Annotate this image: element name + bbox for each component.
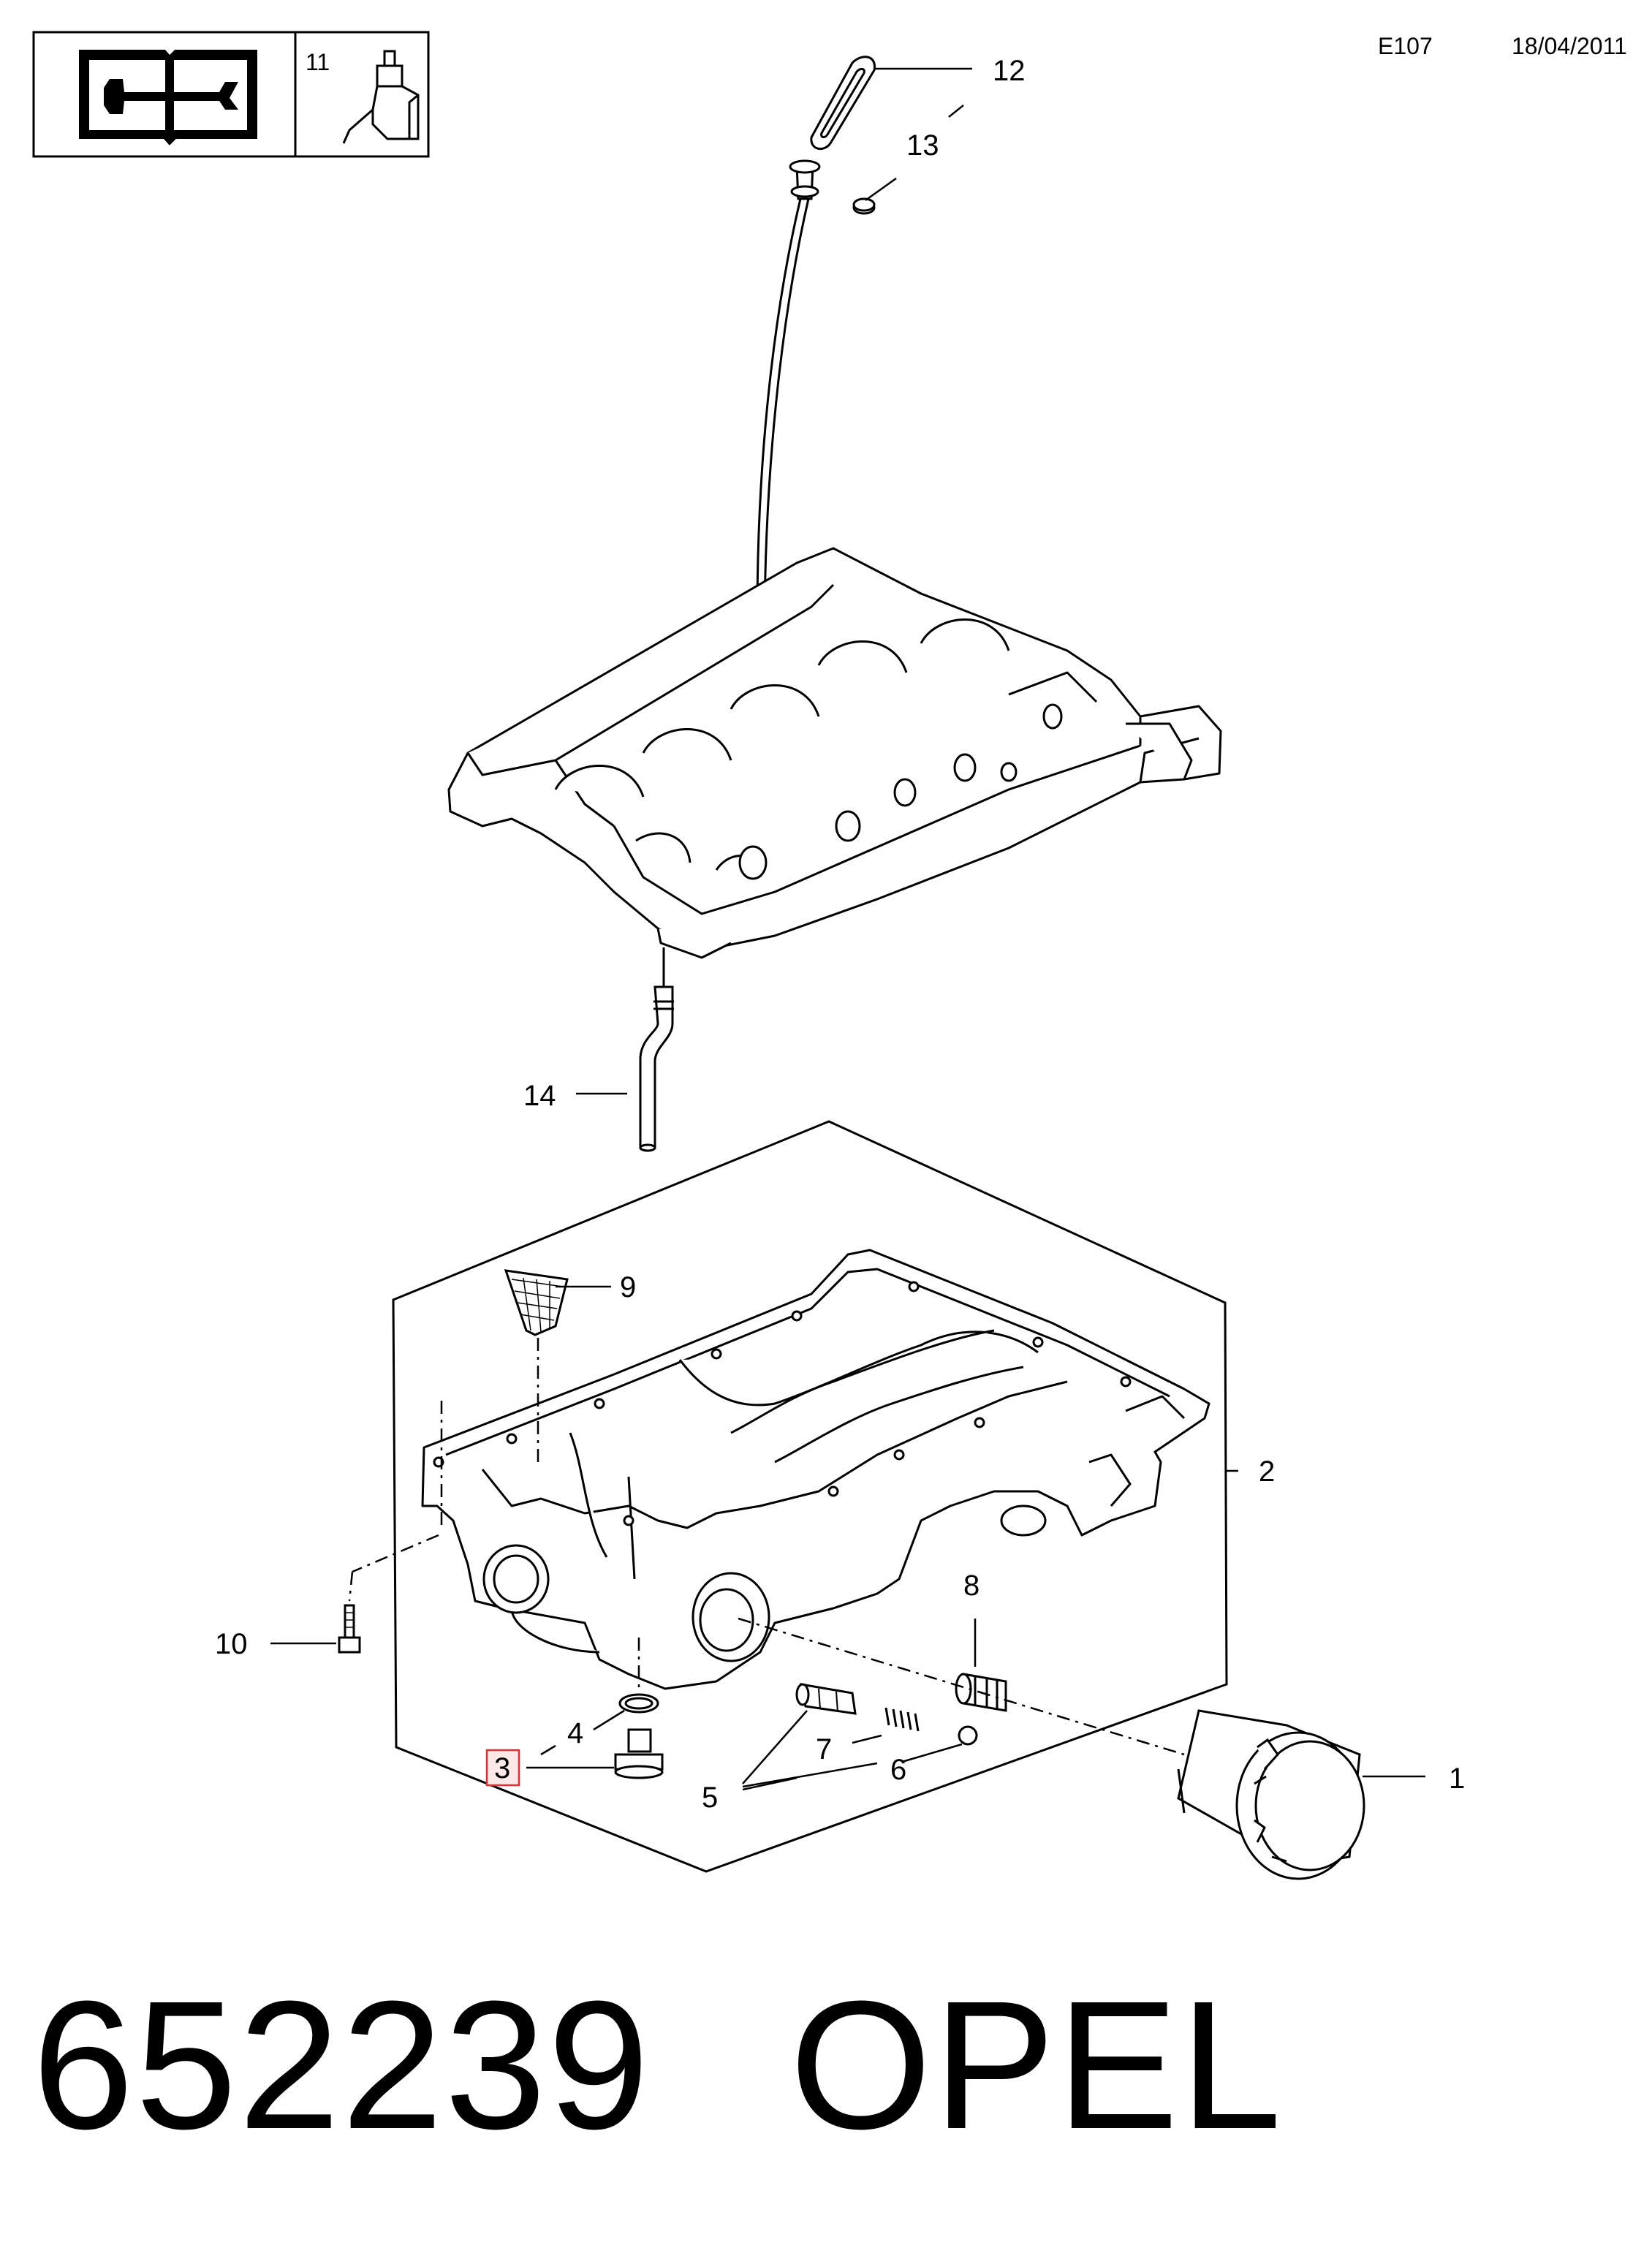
callout-5: 5 <box>702 1782 718 1814</box>
callout-14: 14 <box>523 1080 556 1112</box>
part-number: 652239 <box>32 1963 651 2167</box>
service-manual-icon <box>79 50 257 145</box>
callout-13: 13 <box>906 129 939 162</box>
brand-name: OPEL <box>789 1963 1284 2167</box>
callout-4: 4 <box>567 1717 583 1749</box>
callout-7: 7 <box>816 1733 832 1765</box>
oil-pan-frame <box>392 1120 1228 1873</box>
oil-pickup-tube <box>639 947 674 1152</box>
valve-housing <box>795 1683 857 1715</box>
oil-filter <box>1177 1709 1365 1880</box>
pan-bolt <box>338 1604 361 1654</box>
drain-plug-seal <box>618 1693 659 1714</box>
callout-12: 12 <box>993 55 1026 87</box>
oil-pan <box>421 1249 1210 1690</box>
drain-plug <box>614 1728 664 1779</box>
callout-labels: 12 13 14 9 2 8 10 4 3 7 6 5 1 <box>215 55 1465 1814</box>
dipstick-seal <box>852 197 876 215</box>
assembly-guides <box>348 1338 1185 1756</box>
engine-bedplate <box>447 547 1222 959</box>
info-box-number: 11 <box>306 49 330 75</box>
valve-ball <box>958 1725 978 1746</box>
callout-8: 8 <box>963 1570 980 1602</box>
leader-lines <box>270 67 1425 1791</box>
oil-strainer <box>504 1269 569 1336</box>
sealant-tube-icon <box>342 50 420 144</box>
callout-2: 2 <box>1259 1456 1275 1488</box>
valve-spring <box>884 1707 920 1732</box>
callout-3-highlight <box>485 1749 520 1787</box>
callout-10: 10 <box>215 1628 248 1660</box>
info-box <box>32 31 430 158</box>
callout-6: 6 <box>890 1754 906 1786</box>
callout-1: 1 <box>1449 1763 1465 1795</box>
diagram-date: 18/04/2011 <box>1512 33 1627 59</box>
diagram-code: E107 <box>1378 33 1433 59</box>
callout-3: 3 <box>494 1752 510 1784</box>
callout-9: 9 <box>620 1271 636 1303</box>
